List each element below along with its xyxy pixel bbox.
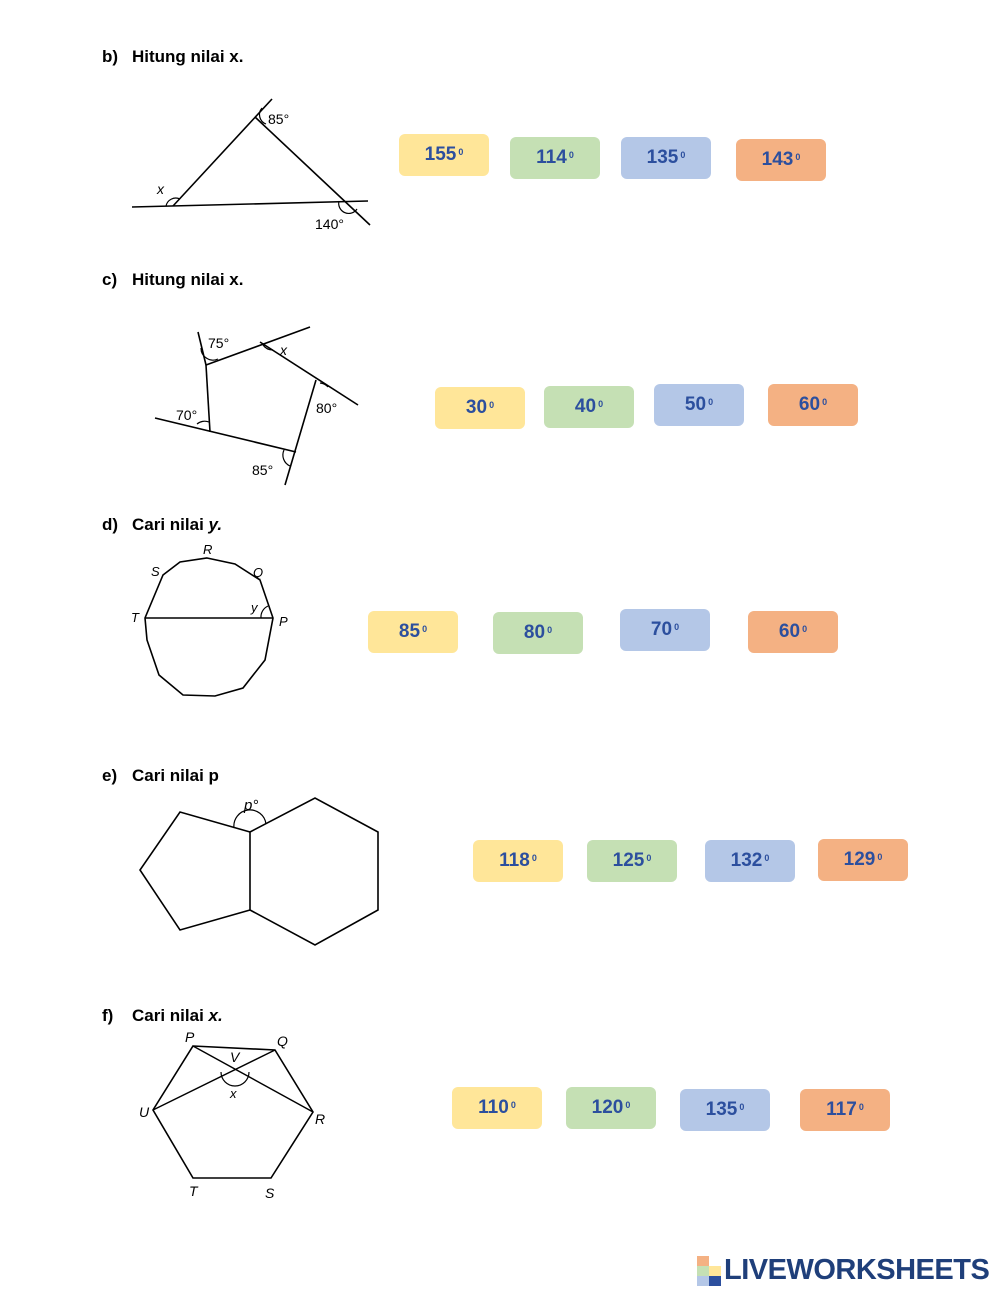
question-d-label: d) Cari nilai y. — [102, 515, 222, 535]
angle-label: 140° — [315, 216, 344, 232]
vertex-label: V — [230, 1049, 241, 1065]
angle-label: 70° — [176, 407, 197, 423]
question-prompt: Hitung nilai x. — [132, 47, 244, 66]
question-f-label: f) Cari nilai x. — [102, 1006, 223, 1026]
figure-c-pentagon: 75° x 70° 80° 85° — [150, 320, 365, 490]
figure-f-hexagon: P Q V x U R T S — [135, 1028, 335, 1208]
vertex-label: S — [151, 564, 160, 579]
figure-e-pentagon-hexagon: p° — [130, 790, 390, 950]
angle-label: 75° — [208, 335, 229, 351]
vertex-label: P — [279, 614, 288, 629]
figure-b-triangle: 85° x 140° — [125, 95, 385, 240]
angle-label: 85° — [268, 111, 289, 127]
question-letter: e) — [102, 766, 118, 785]
question-prompt: Cari nilai p — [132, 766, 219, 785]
vertex-label: T — [189, 1183, 199, 1199]
liveworksheets-logo-icon — [697, 1255, 721, 1286]
question-letter: f) — [102, 1006, 114, 1025]
vertex-label: R — [203, 542, 212, 557]
angle-label: 80° — [316, 400, 337, 416]
angle-label: p° — [243, 797, 258, 814]
logo-text: LIVEWORKSHEETS — [724, 1254, 990, 1286]
question-e-label: e) Cari nilai p — [102, 766, 219, 786]
question-variable: x. — [208, 1006, 223, 1025]
question-c-label: c) Hitung nilai x. — [102, 270, 243, 290]
question-b-label: b) Hitung nilai x. — [102, 47, 243, 67]
vertex-label: Q — [277, 1033, 288, 1049]
question-variable: y. — [208, 515, 223, 534]
angle-label: y — [250, 600, 259, 615]
vertex-label: S — [265, 1185, 275, 1201]
liveworksheets-logo: LIVEWORKSHEETS — [697, 1254, 990, 1287]
vertex-label: T — [131, 610, 140, 625]
question-prompt: Cari nilai — [132, 515, 209, 534]
angle-label: x — [279, 342, 288, 358]
angle-label: x — [156, 181, 165, 197]
vertex-label: R — [315, 1111, 325, 1127]
vertex-label: U — [139, 1104, 150, 1120]
figure-d-decagon: R S Q T y P — [125, 540, 300, 710]
question-letter: b) — [102, 47, 119, 66]
question-letter: d) — [102, 515, 119, 534]
angle-label: x — [229, 1086, 237, 1101]
vertex-label: Q — [253, 565, 263, 580]
vertex-label: P — [185, 1029, 195, 1045]
question-prompt: Cari nilai — [132, 1006, 209, 1025]
question-prompt: Hitung nilai x. — [132, 270, 244, 289]
question-letter: c) — [102, 270, 118, 289]
angle-label: 85° — [252, 462, 273, 478]
